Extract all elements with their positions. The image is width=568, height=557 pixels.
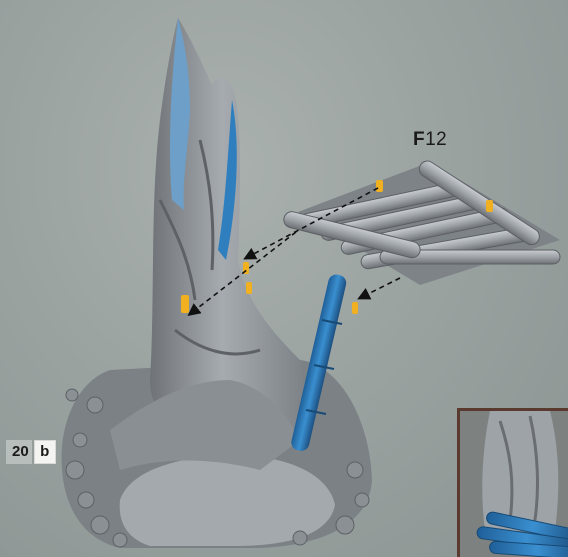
raft-part [282,158,560,285]
step-number: 20 [6,440,32,464]
part-letter: F [413,129,425,150]
part-label: F12 [413,129,447,151]
detail-inset [457,408,568,557]
step-sub: b [34,440,56,464]
part-number: 12 [425,129,447,150]
arrow-icon [360,278,400,298]
step-indicator: 20 b [6,440,56,464]
inset-illustration [460,411,568,557]
